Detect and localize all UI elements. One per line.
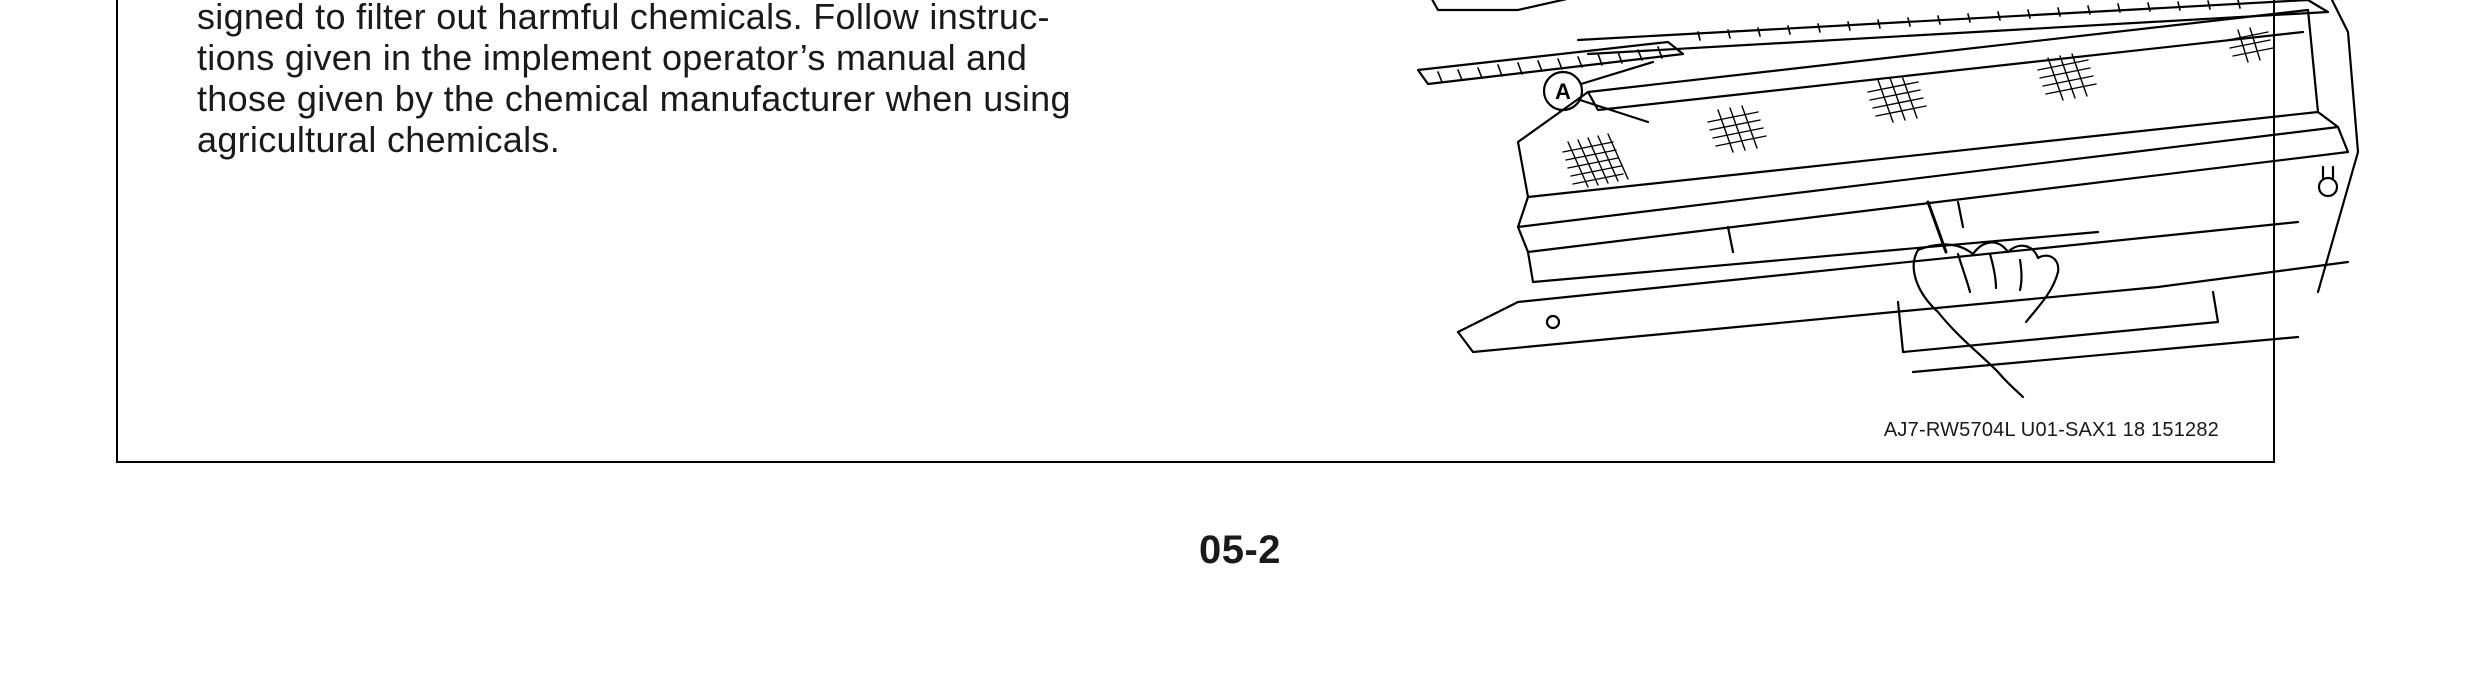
body-text-line: those given by the chemical manufacturer… (197, 78, 1071, 119)
page-content-panel: signed to filter out harmful chemicals. … (116, 0, 2360, 463)
cab-filter-illustration: A (1416, 0, 2360, 399)
body-text-line: tions given in the implement operator’s … (197, 37, 1028, 78)
body-text-line: agricultural chemicals. (197, 119, 561, 160)
callout-label: A (1555, 79, 1571, 104)
figure-reference-code: AJ7-RW5704L U01-SAX1 18 151282 (1883, 419, 2219, 441)
body-text: signed to filter out harmful chemicals. … (197, 0, 1297, 160)
page-number: 05-2 (1198, 528, 1282, 572)
body-text-line: signed to filter out harmful chemicals. … (197, 0, 1050, 37)
